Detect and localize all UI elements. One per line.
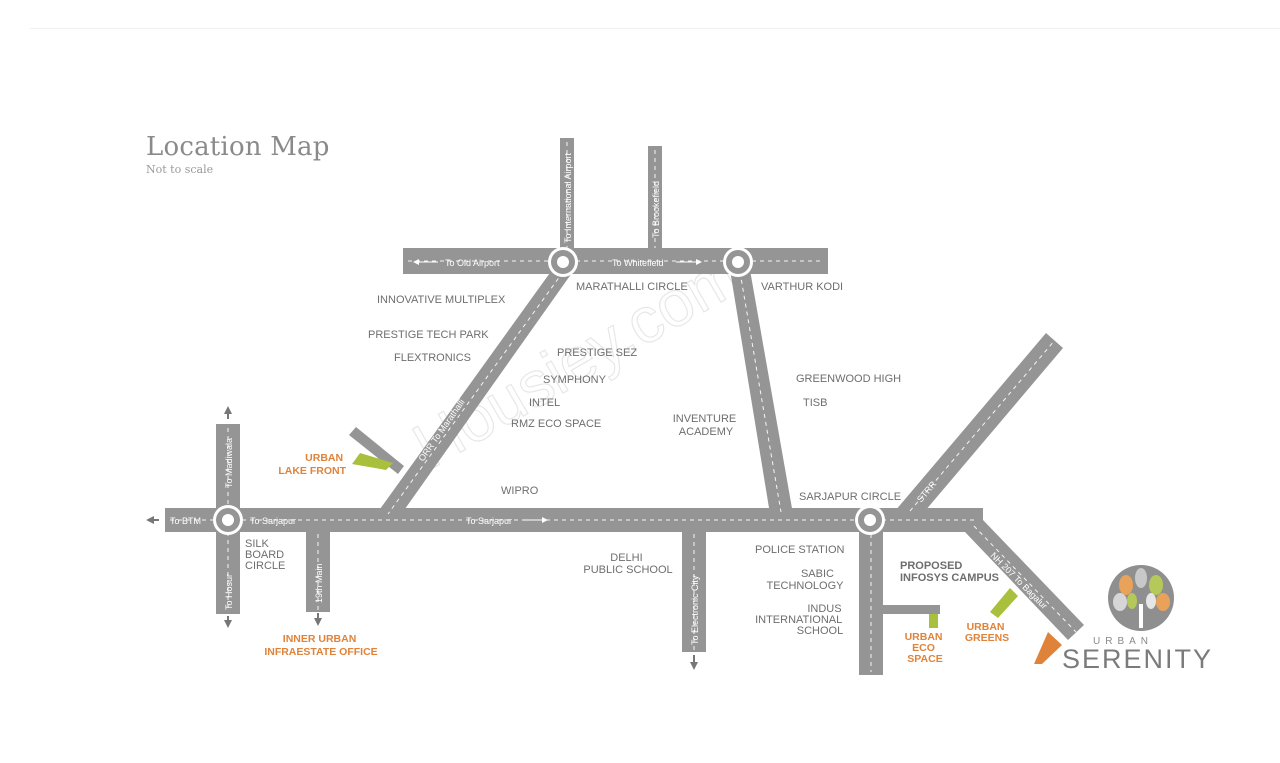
urban-serenity-logo: URBAN SERENITY: [1062, 565, 1213, 674]
roundabout-varthur: [723, 247, 753, 277]
project-urban-lake-front: URBAN LAKE FRONT: [278, 452, 346, 477]
road-brookefield: [648, 146, 662, 248]
place-delhi-public-school: DELHI PUBLIC SCHOOL: [583, 552, 672, 576]
place-prestige-tech-park: PRESTIGE TECH PARK: [368, 329, 489, 341]
place-marathalli-circle: MARATHALLI CIRCLE: [576, 281, 688, 293]
place-sarjapur-circle: SARJAPUR CIRCLE: [799, 491, 901, 503]
marker-urban-serenity: [1034, 632, 1062, 664]
place-inventure-academy: INVENTURE ACADEMY: [673, 413, 740, 438]
road-direction-arrows: [413, 259, 702, 523]
arrow-down-stem: [693, 655, 695, 663]
arrow-down-stem: [317, 613, 319, 619]
top-divider: [30, 28, 1280, 29]
project-inner-urban-office: INNER URBAN INFRAESTATE OFFICE: [264, 633, 377, 658]
arrow-left-icon: [146, 516, 154, 524]
road-eco-space-spur: [883, 605, 940, 614]
place-symphony: SYMPHONY: [543, 374, 607, 386]
label-to-international-airport: To International Airport: [563, 152, 573, 243]
place-sabic-technology: SABIC TECHNOLOGY: [766, 568, 844, 592]
label-to-hosur: To Hosur: [224, 574, 234, 610]
place-varthur-kodi: VARTHUR KODI: [761, 281, 843, 293]
road-orr-marathalli: [375, 270, 574, 516]
road-strr-devanahalli: [895, 333, 1063, 511]
brand-line2: SERENITY: [1062, 644, 1213, 674]
place-silk-board-circle: SILK BOARD CIRCLE: [245, 538, 287, 572]
brand-line1: URBAN: [1093, 636, 1153, 647]
project-urban-greens: URBAN GREENS: [965, 621, 1009, 644]
place-police-station: POLICE STATION: [755, 544, 844, 556]
place-flextronics: FLEXTRONICS: [394, 352, 471, 364]
page-title: Location Map: [146, 132, 330, 162]
arrow-up-stem: [227, 413, 229, 419]
label-to-electronic-city: To Electronic City: [690, 575, 700, 645]
road-varthur-sarjapur: [730, 270, 793, 514]
arrow-down-stem: [227, 616, 229, 621]
arrow-down-icon: [224, 620, 232, 628]
page-subtitle: Not to scale: [146, 163, 214, 176]
place-innovative-multiplex: INNOVATIVE MULTIPLEX: [377, 294, 506, 306]
arrow-down-icon: [314, 618, 322, 626]
label-to-brookefield: To Brookefield: [651, 181, 661, 238]
label-to-sarjapur-1: To Sarjapur: [250, 516, 296, 526]
arrow-down-icon: [690, 662, 698, 670]
label-19th-main: 19th Main: [314, 563, 324, 603]
place-tisb: TISB: [803, 397, 827, 409]
label-to-old-airport: To Old Airport: [445, 258, 500, 268]
label-to-whitefield: To Whitefield: [612, 258, 664, 268]
roundabout-silk-board: [213, 505, 243, 535]
marker-urban-greens: [990, 588, 1018, 618]
marker-urban-lake-front: [352, 453, 393, 470]
marker-urban-eco-space: [929, 614, 938, 628]
place-prestige-sez: PRESTIGE SEZ: [557, 347, 637, 359]
arrow-up-icon: [224, 406, 232, 414]
place-greenwood-high: GREENWOOD HIGH: [796, 373, 901, 385]
label-to-btm: To BTM: [170, 516, 201, 526]
place-wipro: WIPRO: [501, 485, 539, 497]
label-to-sarjapur-2: To Sarjapur: [466, 516, 512, 526]
place-intel: INTEL: [529, 397, 560, 409]
road-network: [165, 138, 1084, 675]
project-urban-eco-space: URBAN ECO SPACE: [905, 631, 946, 665]
roundabout-sarjapur: [855, 505, 885, 535]
road-nh207-bagalur: [965, 520, 1084, 640]
arrow-left-stem: [153, 519, 159, 521]
place-proposed-infosys-campus: PROPOSED INFOSYS CAMPUS: [900, 560, 999, 584]
label-to-madiwala: To Madiwala: [224, 438, 234, 488]
place-rmz-eco-space: RMZ ECO SPACE: [511, 418, 601, 430]
place-indus-international-school: INDUS INTERNATIONAL SCHOOL: [755, 603, 845, 637]
roundabout-marathalli: [548, 247, 578, 277]
road-police-station: [859, 530, 883, 675]
